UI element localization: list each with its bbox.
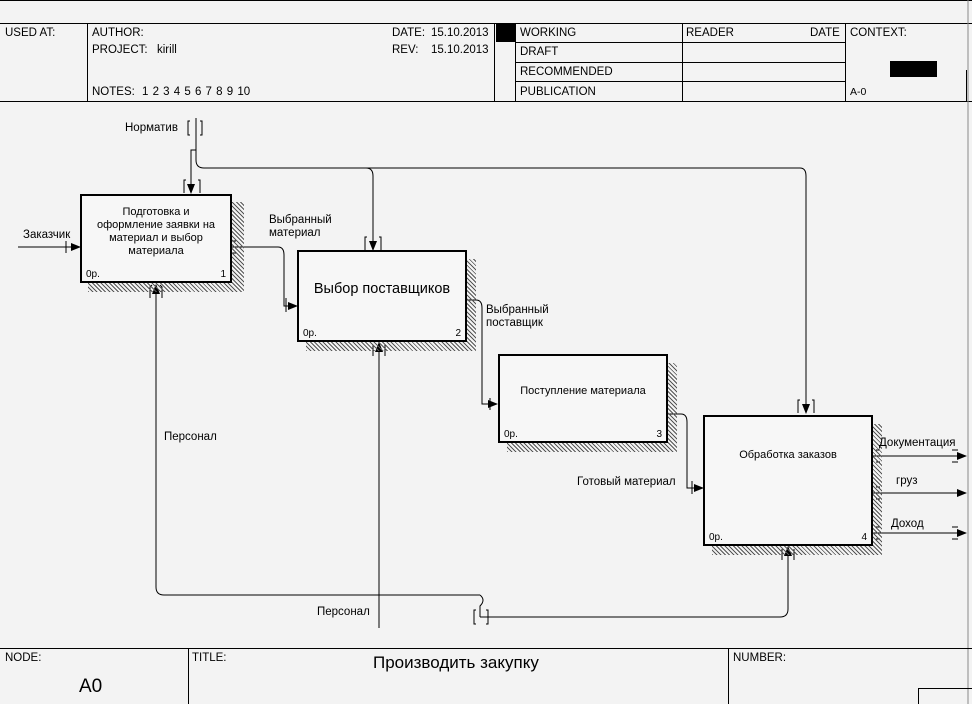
activity-box-3[interactable]: Поступление материала 0р. 3 xyxy=(498,354,668,443)
date-value: 15.10.2013 xyxy=(431,27,489,39)
number-label: NUMBER: xyxy=(733,652,787,664)
node-value: A0 xyxy=(79,676,103,697)
label-personal-bottom: Персонал xyxy=(317,606,370,618)
activity-box-4[interactable]: Обработка заказов 0р. 4 xyxy=(703,415,873,546)
label-zakazchik: Заказчик xyxy=(23,229,71,241)
working-status-marker xyxy=(496,24,515,42)
box3-number: 3 xyxy=(656,429,662,440)
reader-date-label: DATE xyxy=(810,27,840,39)
label-gruz: груз xyxy=(896,475,918,487)
context-label: CONTEXT: xyxy=(850,27,907,39)
title-label: TITLE: xyxy=(192,652,227,664)
box1-number: 1 xyxy=(220,269,226,280)
arrow-gotovyi-material xyxy=(666,413,704,492)
label-gotovyi-material: Готовый материал xyxy=(577,476,676,488)
activity-box-1[interactable]: Подготовка и оформление заявки на матери… xyxy=(80,194,232,283)
box4-op: 0р. xyxy=(709,532,723,543)
status-publication: PUBLICATION xyxy=(520,86,596,98)
activity-box-2[interactable]: Выбор поставщиков 0р. 2 xyxy=(297,250,467,342)
node-label: NODE: xyxy=(5,652,42,664)
context-node: A-0 xyxy=(850,86,867,98)
label-vybrannyi-postavshchik: Выбранный поставщик xyxy=(486,304,549,329)
arrow-normativ-to-box2 xyxy=(365,167,377,251)
box2-number: 2 xyxy=(455,328,461,339)
label-dokhod: Доход xyxy=(891,518,924,530)
label-vybrannyi-material: Выбранный материал xyxy=(269,214,332,239)
arrow-vybrannyi-material xyxy=(232,246,298,310)
reader-label: READER xyxy=(686,27,734,39)
notes-value: 1 2 3 4 5 6 7 8 9 10 xyxy=(142,86,251,98)
rev-label: REV: xyxy=(392,44,419,56)
status-draft: DRAFT xyxy=(520,46,559,58)
label-dokumentatsiya: Документация xyxy=(879,437,956,449)
arrow-personal-mechanism-box4 xyxy=(480,546,792,618)
box1-op: 0р. xyxy=(86,269,100,280)
status-recommended: RECOMMENDED xyxy=(520,66,613,78)
box2-label: Выбор поставщиков xyxy=(313,280,451,297)
project-label: PROJECT: xyxy=(92,44,148,56)
date-label: DATE: xyxy=(392,27,426,39)
arrow-personal-mechanism-box1 xyxy=(152,284,480,596)
diagram-title: Производить закупку xyxy=(373,653,539,672)
box3-op: 0р. xyxy=(504,429,518,440)
box3-label: Поступление материала xyxy=(520,385,646,397)
notes-label: NOTES: xyxy=(92,86,135,98)
project-value: kirill xyxy=(157,44,177,56)
box4-label: Обработка заказов xyxy=(739,449,837,461)
label-personal-left: Персонал xyxy=(164,431,217,443)
label-normativ: Норматив xyxy=(125,122,178,134)
status-working: WORKING xyxy=(520,27,577,39)
box2-op: 0р. xyxy=(303,328,317,339)
author-label: AUTHOR: xyxy=(92,27,144,39)
box1-label: Подготовка и оформление заявки на матери… xyxy=(96,205,216,257)
context-parent-box xyxy=(890,61,937,77)
arrow-normativ-to-box1 xyxy=(187,149,196,194)
box4-number: 4 xyxy=(861,532,867,543)
rev-value: 15.10.2013 xyxy=(431,44,489,56)
arrow-normativ-control-1 xyxy=(195,118,810,414)
used-at-label: USED AT: xyxy=(5,27,56,39)
arrow-vybrannyi-postavshchik xyxy=(467,299,498,408)
